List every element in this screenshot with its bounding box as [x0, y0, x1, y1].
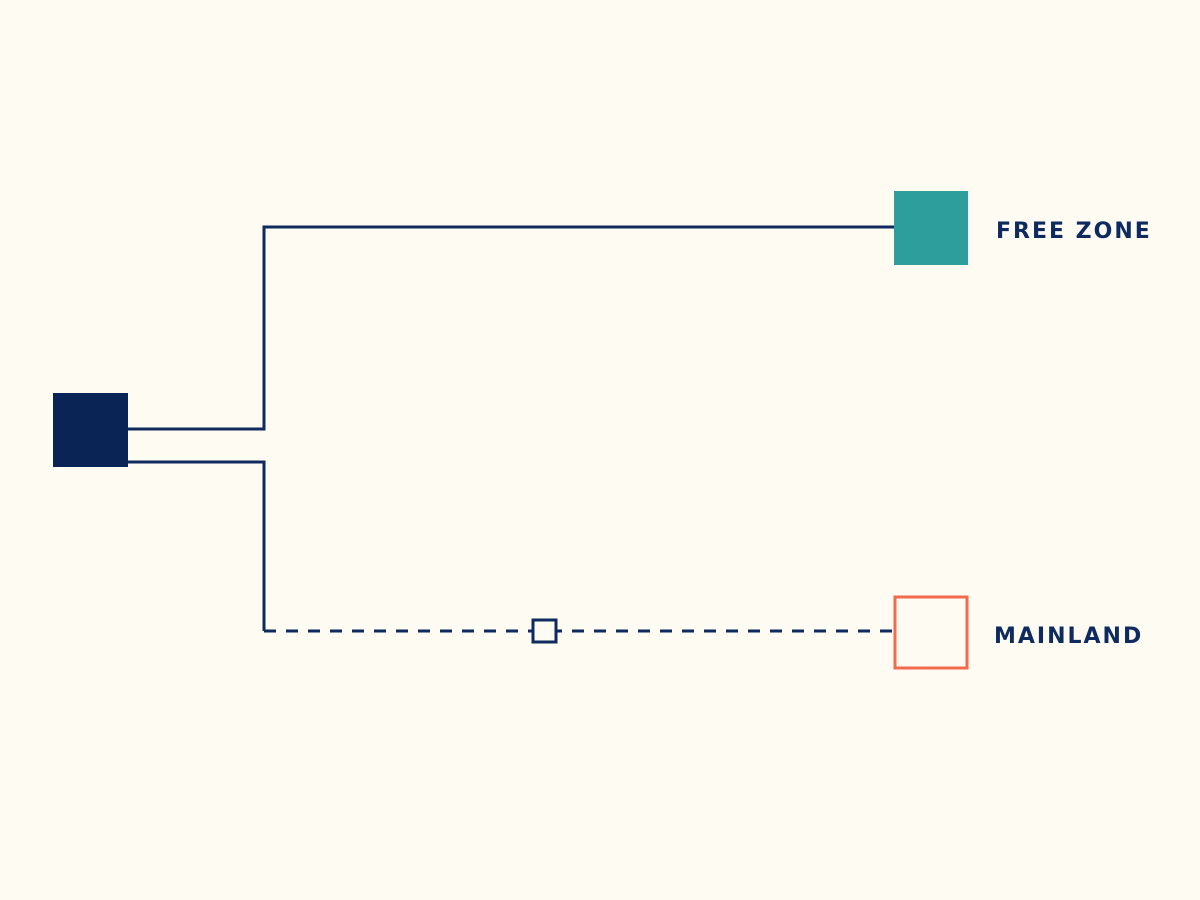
free-zone-label: FREE ZONE	[996, 219, 1152, 244]
midpoint-marker	[531, 618, 558, 644]
source-node	[53, 393, 128, 467]
mainland-connector-solid	[128, 460, 266, 631]
free-zone-connector	[128, 225, 894, 431]
free-zone-node	[894, 191, 968, 265]
mainland-label: MAINLAND	[994, 624, 1144, 649]
mainland-node	[893, 595, 969, 670]
